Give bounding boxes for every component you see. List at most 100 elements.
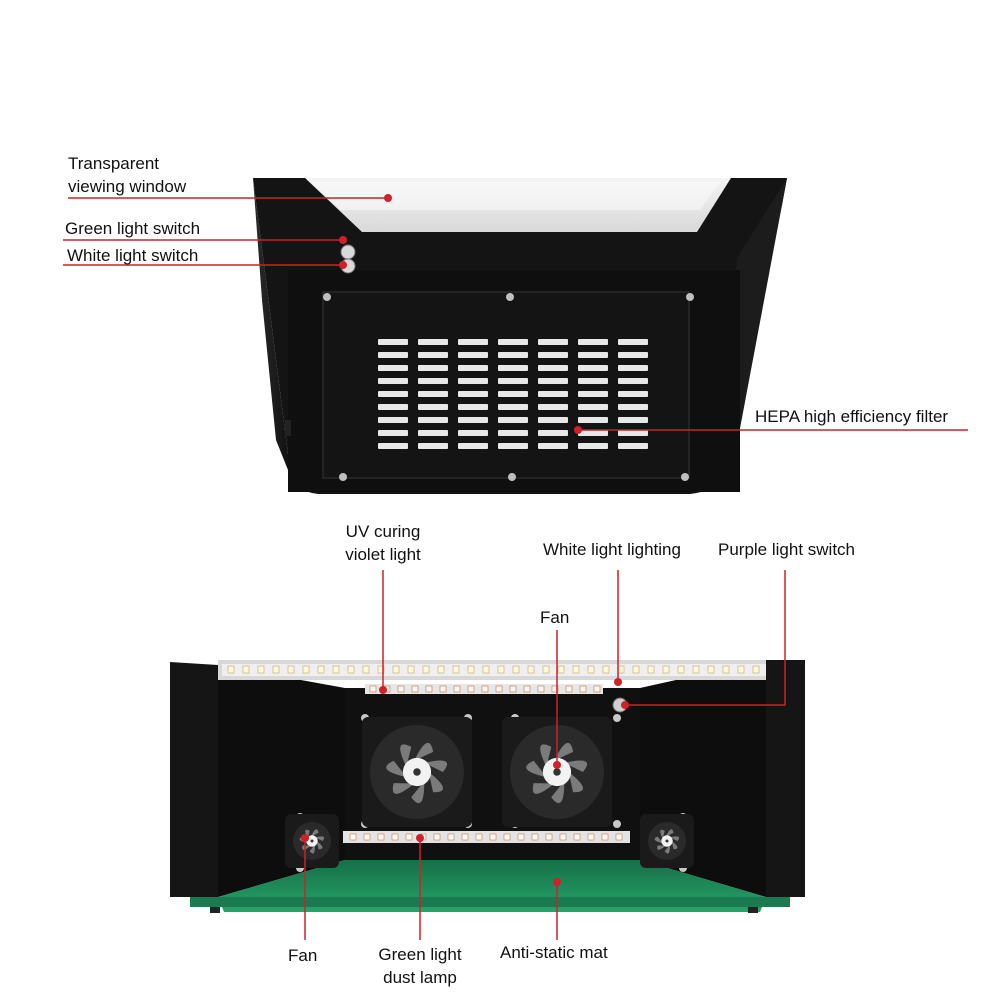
grille-slot bbox=[578, 352, 608, 358]
fan-blade bbox=[400, 744, 412, 767]
fan-blade bbox=[316, 841, 323, 850]
fan-blade bbox=[671, 841, 678, 850]
led-chip bbox=[572, 665, 580, 674]
green-dust-lamp-strip bbox=[343, 831, 630, 843]
grille-slot bbox=[378, 430, 408, 436]
grille-slot bbox=[538, 404, 568, 410]
led-chip bbox=[422, 665, 430, 674]
grille-slot bbox=[418, 378, 448, 384]
uv-violet-led-strip bbox=[365, 684, 603, 694]
viewing-window bbox=[305, 178, 731, 232]
fan-blade bbox=[564, 760, 588, 773]
uv-led-chip bbox=[579, 685, 587, 693]
grille-slot bbox=[578, 417, 608, 423]
fan-hub-center bbox=[553, 768, 561, 776]
label-fan-center: Fan bbox=[540, 608, 570, 627]
grille-slot bbox=[578, 378, 608, 384]
fan-blade bbox=[411, 781, 425, 804]
fan-blade bbox=[414, 742, 434, 761]
led-chip bbox=[272, 665, 280, 674]
label-viewing-window-line1: Transparent bbox=[68, 154, 160, 173]
fan-blade bbox=[664, 844, 670, 854]
uv-led-chip bbox=[453, 685, 461, 693]
uv-led-chip bbox=[411, 685, 419, 693]
uv-led-chip bbox=[551, 685, 559, 693]
green-led-chip bbox=[447, 833, 455, 841]
grille-slot bbox=[618, 404, 648, 410]
fan-blade bbox=[392, 783, 415, 794]
grille-slot bbox=[418, 417, 448, 423]
fan-right-large bbox=[502, 717, 612, 827]
fan-blade bbox=[657, 845, 666, 850]
grille-slot bbox=[538, 378, 568, 384]
green-led-chip bbox=[377, 833, 385, 841]
hepa-filter-grille bbox=[378, 339, 648, 449]
grille-slot bbox=[458, 417, 488, 423]
green-led-chip bbox=[391, 833, 399, 841]
fan-blade bbox=[665, 829, 674, 837]
grille-slot bbox=[418, 391, 448, 397]
grille-slot bbox=[538, 430, 568, 436]
grille-slot bbox=[578, 391, 608, 397]
green-led-chip bbox=[517, 833, 525, 841]
fan-blade bbox=[654, 836, 663, 844]
fan-blade bbox=[309, 844, 315, 854]
grille-slot bbox=[418, 365, 448, 371]
fans-group bbox=[285, 717, 694, 868]
uv-led-chip bbox=[565, 685, 573, 693]
led-chip bbox=[647, 665, 655, 674]
fan-blade bbox=[314, 836, 325, 842]
led-chip bbox=[692, 665, 700, 674]
label-white-light-lighting: White light lighting bbox=[543, 540, 681, 559]
led-chip bbox=[317, 665, 325, 674]
led-chip bbox=[302, 665, 310, 674]
fan-hub-center bbox=[310, 839, 314, 843]
label-viewing-window-line2: viewing window bbox=[68, 177, 187, 196]
fan-small-right bbox=[640, 814, 694, 868]
grille-slot bbox=[498, 365, 528, 371]
fan-hub-center bbox=[413, 768, 421, 776]
led-chip bbox=[527, 665, 535, 674]
green-led-chip bbox=[363, 833, 371, 841]
green-led-chip bbox=[545, 833, 553, 841]
label-green-dust-lamp-line1: Green light bbox=[378, 945, 462, 964]
green-led-chip bbox=[573, 833, 581, 841]
fan-hub-center bbox=[665, 839, 669, 843]
grille-slot bbox=[538, 352, 568, 358]
grille-slot bbox=[618, 443, 648, 449]
led-chip bbox=[677, 665, 685, 674]
fan-small-left bbox=[285, 814, 339, 868]
led-chip bbox=[542, 665, 550, 674]
fan-blade bbox=[386, 760, 407, 778]
white-led-strip bbox=[222, 664, 766, 676]
grille-slot bbox=[418, 339, 448, 345]
grille-slot bbox=[618, 391, 648, 397]
led-chip bbox=[707, 665, 715, 674]
grille-slot bbox=[618, 430, 648, 436]
led-chip bbox=[557, 665, 565, 674]
grille-slot bbox=[418, 352, 448, 358]
green-led-chip bbox=[489, 833, 497, 841]
green-led-chip bbox=[405, 833, 413, 841]
grille-slot bbox=[618, 352, 648, 358]
led-chip bbox=[407, 665, 415, 674]
uv-led-chip bbox=[481, 685, 489, 693]
grille-slot bbox=[498, 417, 528, 423]
fan-blade bbox=[310, 829, 319, 837]
grille-slot bbox=[458, 365, 488, 371]
grille-slot bbox=[458, 352, 488, 358]
fan-blade bbox=[305, 829, 310, 839]
green-led-chip bbox=[461, 833, 469, 841]
grille-slot bbox=[618, 417, 648, 423]
led-chip bbox=[512, 665, 520, 674]
green-light-switch[interactable] bbox=[340, 244, 356, 260]
grille-slot bbox=[378, 417, 408, 423]
grille-slot bbox=[498, 404, 528, 410]
fan-blade bbox=[428, 772, 444, 793]
grille-slot bbox=[498, 378, 528, 384]
fan-blade bbox=[424, 760, 448, 773]
led-chip bbox=[737, 665, 745, 674]
label-uv-light-line1: UV curing bbox=[345, 522, 421, 541]
label-green-light-switch: Green light switch bbox=[65, 219, 201, 238]
